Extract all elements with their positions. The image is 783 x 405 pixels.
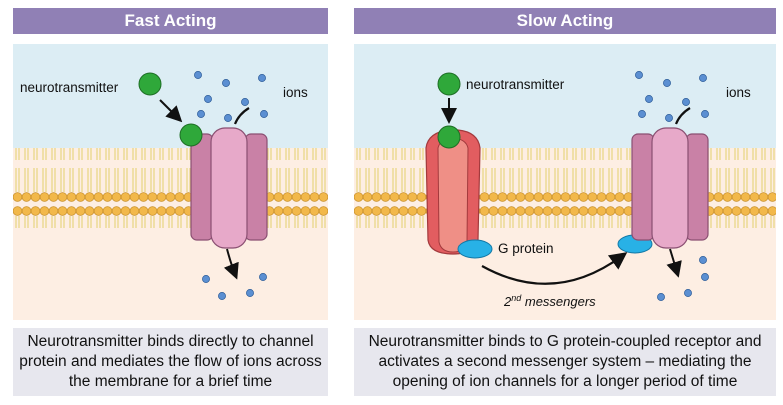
- fast-acting-title: Fast Acting: [13, 8, 328, 34]
- cell-membrane: [13, 148, 328, 228]
- g-protein-label: G protein: [498, 241, 554, 256]
- ions-label: ions: [283, 85, 308, 100]
- fast-acting-panel: Fast Acting: [13, 8, 328, 398]
- neurotransmitter-bound: [179, 123, 203, 147]
- second-messenger-arrow: [481, 252, 628, 285]
- neurotransmitter-label: neurotransmitter: [20, 80, 119, 95]
- slow-acting-panel: Slow Acting neurotransmitter: [354, 8, 776, 398]
- extracellular-space: [354, 44, 776, 148]
- extracellular-space: [13, 44, 328, 148]
- ion-channel: [631, 127, 709, 249]
- fast-acting-caption: Neurotransmitter binds directly to chann…: [13, 328, 328, 396]
- slow-acting-caption-text: Neurotransmitter binds to G protein-coup…: [368, 333, 762, 390]
- neurotransmitter-label: neurotransmitter: [466, 77, 565, 92]
- binding-arrow: [159, 99, 183, 123]
- gpcr-receptor: [425, 129, 481, 255]
- slow-acting-caption: Neurotransmitter binds to G protein-coup…: [354, 328, 776, 396]
- second-messengers-label: 2nd messengers: [503, 293, 596, 309]
- channel-gate-line: [674, 107, 691, 125]
- ion-flow-arrow: [666, 248, 682, 278]
- ions-extracellular: [635, 71, 709, 122]
- ion-flow-arrow: [223, 248, 239, 280]
- neurotransmitter-bound: [437, 125, 461, 149]
- neurotransmitter-free: [138, 72, 162, 96]
- fast-acting-diagram: neurotransmitter ions: [13, 44, 328, 320]
- cell-membrane: [354, 148, 776, 228]
- fast-acting-caption-text: Neurotransmitter binds directly to chann…: [19, 333, 322, 390]
- ions-extracellular: [194, 71, 268, 122]
- channel-gate-line: [233, 107, 250, 125]
- neurotransmitter-free: [437, 72, 461, 96]
- slow-acting-diagram: neurotransmitter G protein 2nd messenger…: [354, 44, 776, 320]
- g-protein-left: [457, 239, 493, 259]
- ions-intracellular: [657, 256, 709, 301]
- ions-intracellular: [202, 273, 267, 300]
- ions-label: ions: [726, 85, 751, 100]
- slow-acting-title: Slow Acting: [354, 8, 776, 34]
- ion-channel: [190, 127, 268, 249]
